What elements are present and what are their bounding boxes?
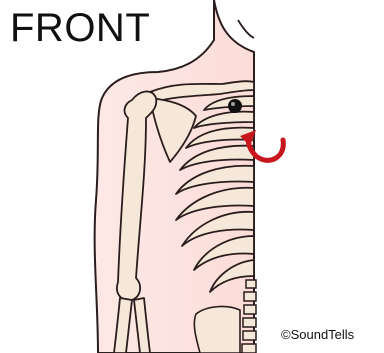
sensor-dot-icon (228, 99, 242, 113)
copyright-credit: ©SoundTells (281, 327, 354, 343)
view-heading: FRONT (10, 4, 150, 52)
neck-line (238, 20, 254, 38)
pelvis (194, 307, 240, 353)
